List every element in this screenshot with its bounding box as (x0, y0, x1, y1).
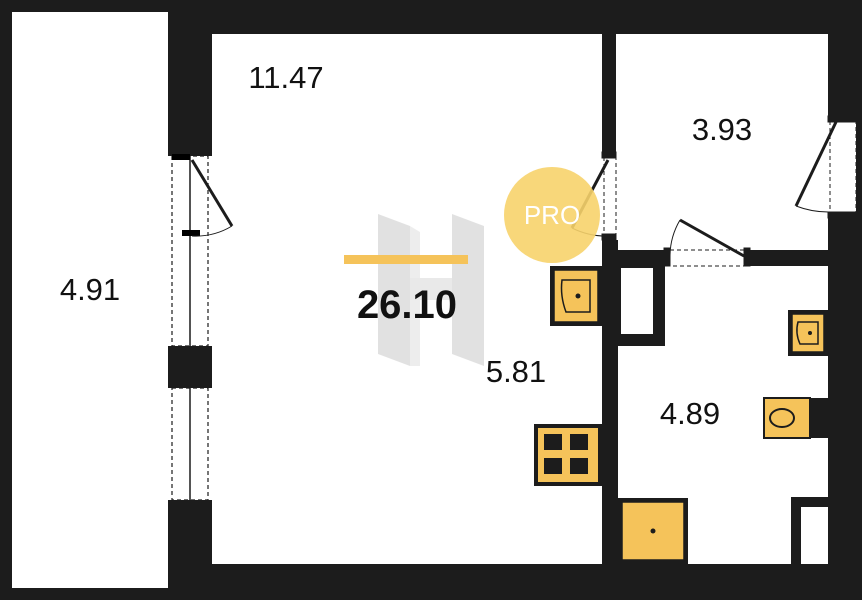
hall-door-jamb-top (601, 151, 617, 159)
balcony-area-label: 4.91 (60, 272, 120, 307)
balcony-door-jamb-top (172, 154, 190, 160)
balcony-door-arc (191, 225, 233, 237)
hallway-area-label: 3.93 (692, 112, 752, 147)
bath-door-arc (669, 219, 681, 257)
interior-wall-bottom (168, 564, 862, 600)
bathroom-area-label: 4.89 (660, 396, 720, 431)
balcony-wall-middle (168, 346, 212, 388)
hall-bath-wall-right (746, 250, 850, 266)
hall-door-jamb-bottom (601, 233, 617, 241)
hall-door-opening (603, 153, 617, 241)
kitchen-area-label: 5.81 (486, 354, 546, 389)
toilet-wall-block (806, 398, 828, 438)
entrance-door-jamb-top (827, 115, 859, 123)
bath-door-jamb-right (743, 247, 751, 267)
balcony-window (171, 154, 234, 501)
logo-watermark (378, 214, 484, 366)
toilet-icon (763, 397, 811, 439)
right-wall-upper (828, 0, 862, 118)
bath-door-leaf (679, 218, 745, 258)
pro-badge-circle (504, 167, 600, 263)
entrance-door-leaf (794, 121, 838, 207)
total-area-label: 26.10 (357, 283, 457, 327)
bottom-right-niche (791, 497, 841, 577)
entrance-door-opening (829, 117, 857, 219)
outer-wall-left (0, 0, 12, 600)
accent-bar (344, 255, 468, 264)
entrance-door-jamb-bottom (827, 211, 859, 219)
entrance-door-arc (795, 205, 831, 213)
fixtures (534, 266, 828, 564)
shaft-niche (609, 256, 665, 346)
main-room-area-label: 11.47 (248, 60, 323, 95)
pro-badge-text: PRO (524, 200, 580, 230)
h-logo-icon (378, 214, 484, 366)
balcony-door-jamb-bottom (182, 230, 200, 236)
balcony-door-leaf (190, 159, 234, 227)
kitchen-sink-icon (550, 266, 602, 326)
bathroom-sink-icon (788, 310, 828, 356)
interior-wall-top (168, 0, 862, 34)
stove-icon (534, 424, 602, 486)
shower-tray-icon (618, 498, 688, 564)
bath-door-jamb-left (663, 247, 671, 267)
partition-upper (602, 34, 616, 154)
pro-badge: PRO (504, 167, 600, 263)
